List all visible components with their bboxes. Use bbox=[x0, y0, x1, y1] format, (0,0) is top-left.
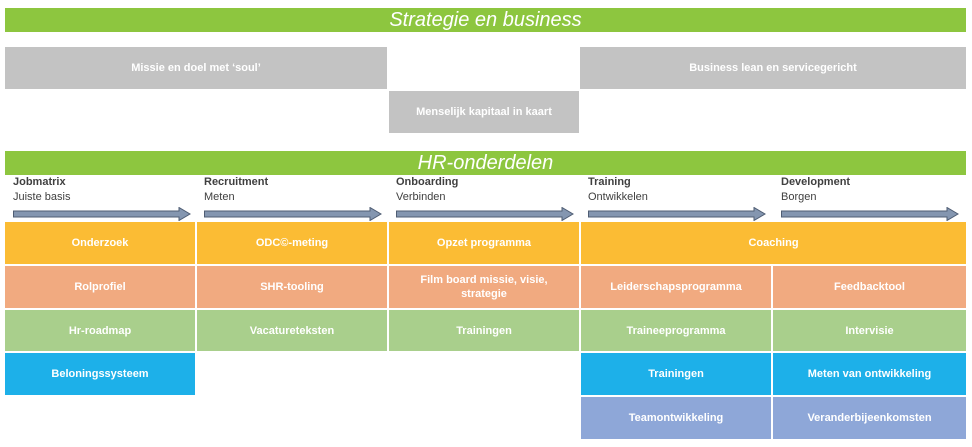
cell-meten-van-ontwikkeling: Meten van ontwikkeling bbox=[773, 353, 966, 395]
phase-subtitle: Verbinden bbox=[396, 191, 446, 203]
phase-subtitle: Juiste basis bbox=[13, 191, 71, 203]
cell-rolprofiel: Rolprofiel bbox=[5, 266, 195, 308]
cell-hr-roadmap: Hr-roadmap bbox=[5, 310, 195, 351]
cell-coaching: Coaching bbox=[581, 222, 966, 264]
cell-opzet-programma: Opzet programma bbox=[389, 222, 579, 264]
phase-recruitment: Recruitment Meten bbox=[204, 175, 389, 204]
phase-jobmatrix: Jobmatrix Juiste basis bbox=[13, 175, 198, 204]
phase-arrow-icon bbox=[588, 207, 766, 221]
phase-arrow-icon bbox=[396, 207, 574, 221]
hr-components-banner: HR-onderdelen bbox=[5, 151, 966, 175]
cell-veranderbijeenkomsten: Veranderbijeenkomsten bbox=[773, 397, 966, 439]
strategy-box-business-lean: Business lean en servicegericht bbox=[580, 47, 966, 89]
cell-trainingen-onboarding: Trainingen bbox=[389, 310, 579, 351]
phase-title: Development bbox=[781, 176, 851, 188]
phase-title: Jobmatrix bbox=[13, 176, 66, 188]
cell-film-board: Film board missie, visie, strategie bbox=[389, 266, 579, 308]
cell-traineeprogramma: Traineeprogramma bbox=[581, 310, 771, 351]
phase-arrow-icon bbox=[204, 207, 382, 221]
cell-leiderschapsprogramma: Leiderschapsprogramma bbox=[581, 266, 771, 308]
strategy-box-mission: Missie en doel met ‘soul’ bbox=[5, 47, 387, 89]
phase-onboarding: Onboarding Verbinden bbox=[396, 175, 581, 204]
phase-subtitle: Ontwikkelen bbox=[588, 191, 648, 203]
cell-odc-meting: ODC©-meting bbox=[197, 222, 387, 264]
phase-training: Training Ontwikkelen bbox=[588, 175, 773, 204]
phase-title: Recruitment bbox=[204, 176, 269, 188]
cell-teamontwikkeling: Teamontwikkeling bbox=[581, 397, 771, 439]
phase-title: Training bbox=[588, 176, 631, 188]
cell-shr-tooling: SHR-tooling bbox=[197, 266, 387, 308]
phase-subtitle: Meten bbox=[204, 191, 235, 203]
phase-title: Onboarding bbox=[396, 176, 459, 188]
phase-subtitle: Borgen bbox=[781, 191, 817, 203]
cell-beloningssysteem: Beloningssysteem bbox=[5, 353, 195, 395]
cell-vacatureteksten: Vacatureteksten bbox=[197, 310, 387, 351]
cell-feedbacktool: Feedbacktool bbox=[773, 266, 966, 308]
strategy-box-human-capital: Menselijk kapitaal in kaart bbox=[389, 91, 579, 133]
phase-arrow-icon bbox=[781, 207, 959, 221]
strategy-business-banner: Strategie en business bbox=[5, 8, 966, 32]
cell-onderzoek: Onderzoek bbox=[5, 222, 195, 264]
cell-intervisie: Intervisie bbox=[773, 310, 966, 351]
phase-arrow-icon bbox=[13, 207, 191, 221]
phase-development: Development Borgen bbox=[781, 175, 966, 204]
cell-trainingen-training: Trainingen bbox=[581, 353, 771, 395]
